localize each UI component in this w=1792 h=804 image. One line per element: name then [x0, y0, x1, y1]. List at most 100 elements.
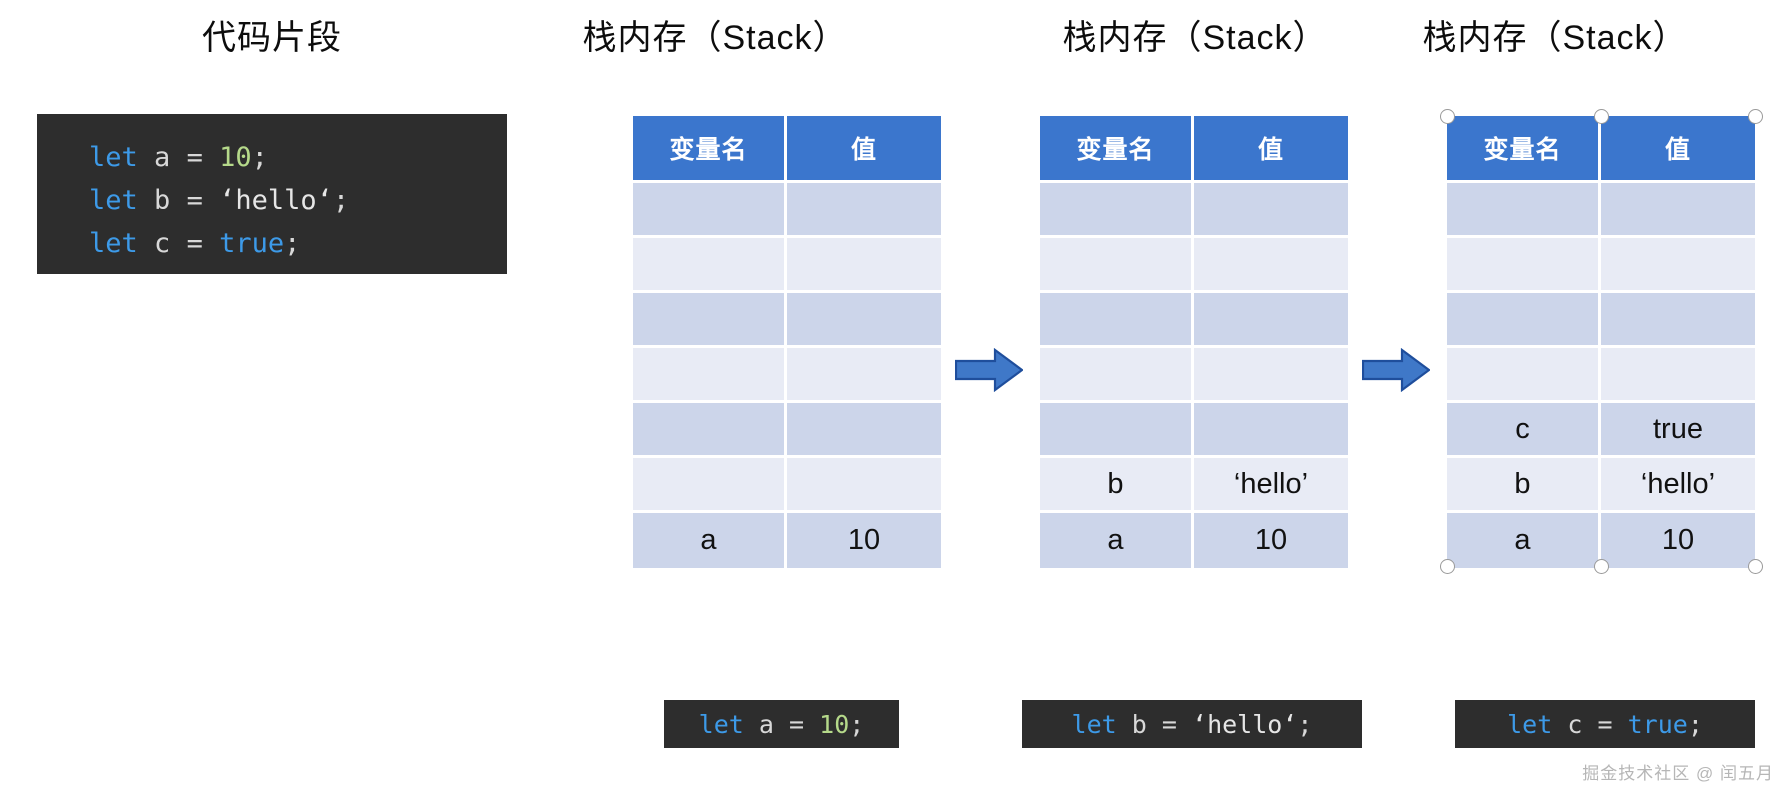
table-header-row: 变量名 值	[633, 116, 941, 183]
table-row[interactable]: a 10	[1040, 513, 1348, 568]
code-varname: c	[1567, 709, 1583, 739]
column-title-stack-2: 栈内存（Stack）	[1062, 19, 1328, 57]
table-row[interactable]: b ‘hello’	[1040, 458, 1348, 513]
code-operator: =	[1597, 709, 1613, 739]
caption-code-2: let b = ‘hello‘;	[1022, 700, 1362, 748]
cell-variable-name: b	[1040, 458, 1194, 513]
code-terminator: ;	[1687, 709, 1703, 739]
cell-variable-name	[633, 348, 787, 403]
cell-value	[787, 183, 941, 238]
code-keyword: let	[1071, 709, 1117, 739]
cell-variable-name	[633, 238, 787, 293]
table-row[interactable]	[633, 238, 941, 293]
code-varname: b	[154, 185, 171, 216]
cell-variable-name	[1040, 183, 1194, 238]
table-row[interactable]	[633, 293, 941, 348]
table-row[interactable]	[633, 403, 941, 458]
header-variable-name: 变量名	[1447, 116, 1601, 183]
cell-value: 10	[1601, 513, 1755, 568]
code-terminator: ;	[332, 185, 350, 216]
cell-variable-name: c	[1447, 403, 1601, 458]
code-operator: =	[789, 709, 805, 739]
table-row[interactable]	[1447, 293, 1755, 348]
table-row[interactable]	[1447, 183, 1755, 238]
cell-variable-name	[1040, 238, 1194, 293]
code-value: ‘hello‘	[1192, 709, 1298, 739]
table-row[interactable]: a 10	[633, 513, 941, 568]
cell-value: true	[1601, 403, 1755, 458]
code-keyword: let	[89, 228, 138, 259]
cell-value	[1194, 238, 1348, 293]
cell-value	[1194, 348, 1348, 403]
table-row[interactable]	[1447, 238, 1755, 293]
code-operator: =	[186, 142, 203, 173]
code-terminator: ;	[1297, 709, 1313, 739]
table-row[interactable]	[633, 458, 941, 513]
cell-value: 10	[1194, 513, 1348, 568]
stack-table-1[interactable]: 变量名 值 a	[633, 116, 941, 568]
cell-variable-name	[1040, 403, 1194, 458]
table-row[interactable]	[1040, 348, 1348, 403]
flow-arrow-1-icon	[955, 348, 1023, 392]
selection-handle-top-right[interactable]	[1748, 109, 1763, 124]
code-terminator: ;	[284, 228, 301, 259]
cell-value	[787, 348, 941, 403]
code-operator: =	[186, 228, 203, 259]
table-row[interactable]	[633, 348, 941, 403]
code-value: 10	[219, 142, 252, 173]
cell-value	[1601, 293, 1755, 348]
code-varname: b	[1131, 709, 1147, 739]
cell-variable-name	[1040, 293, 1194, 348]
table-row[interactable]	[1040, 293, 1348, 348]
code-line-1: let a = 10;	[89, 136, 507, 179]
caption-code-1: let a = 10;	[664, 700, 899, 748]
cell-variable-name	[633, 458, 787, 513]
code-value: ‘hello‘	[219, 185, 333, 216]
cell-variable-name: a	[1447, 513, 1601, 568]
selection-handle-bottom-left[interactable]	[1440, 559, 1455, 574]
code-operator: =	[186, 185, 203, 216]
column-title-stack-3: 栈内存（Stack）	[1422, 19, 1688, 57]
selection-handle-top-center[interactable]	[1594, 109, 1609, 124]
cell-value	[787, 293, 941, 348]
table-row[interactable]	[1040, 183, 1348, 238]
table-row[interactable]	[1040, 238, 1348, 293]
cell-variable-name	[1447, 238, 1601, 293]
code-value: true	[1627, 709, 1688, 739]
stack-table-3[interactable]: 变量名 值 c true b ‘hello’	[1447, 116, 1755, 568]
cell-value	[1194, 403, 1348, 458]
code-operator: =	[1161, 709, 1177, 739]
watermark-text: 掘金技术社区 @ 闰五月	[1582, 764, 1774, 783]
selection-handle-bottom-center[interactable]	[1594, 559, 1609, 574]
table-row[interactable]	[1447, 348, 1755, 403]
cell-variable-name	[633, 403, 787, 458]
code-varname: c	[154, 228, 171, 259]
table-row[interactable]: c true	[1447, 403, 1755, 458]
header-variable-name: 变量名	[633, 116, 787, 183]
stack-table-2[interactable]: 变量名 值 b ‘hello’	[1040, 116, 1348, 568]
cell-variable-name	[633, 183, 787, 238]
code-varname: a	[154, 142, 171, 173]
table-row[interactable]	[633, 183, 941, 238]
code-value: true	[219, 228, 285, 259]
cell-variable-name: b	[1447, 458, 1601, 513]
table-row[interactable]	[1040, 403, 1348, 458]
code-keyword: let	[1507, 709, 1553, 739]
table-row[interactable]: b ‘hello’	[1447, 458, 1755, 513]
cell-variable-name: a	[1040, 513, 1194, 568]
cell-value	[1601, 238, 1755, 293]
cell-value	[787, 458, 941, 513]
column-title-stack-1: 栈内存（Stack）	[582, 19, 848, 57]
cell-value	[787, 403, 941, 458]
code-keyword: let	[89, 185, 138, 216]
cell-value: 10	[787, 513, 941, 568]
table-row[interactable]: a 10	[1447, 513, 1755, 568]
code-keyword: let	[89, 142, 138, 173]
selection-handle-bottom-right[interactable]	[1748, 559, 1763, 574]
cell-variable-name: a	[633, 513, 787, 568]
cell-variable-name	[633, 293, 787, 348]
selection-handle-top-left[interactable]	[1440, 109, 1455, 124]
cell-value	[787, 238, 941, 293]
cell-value	[1601, 183, 1755, 238]
